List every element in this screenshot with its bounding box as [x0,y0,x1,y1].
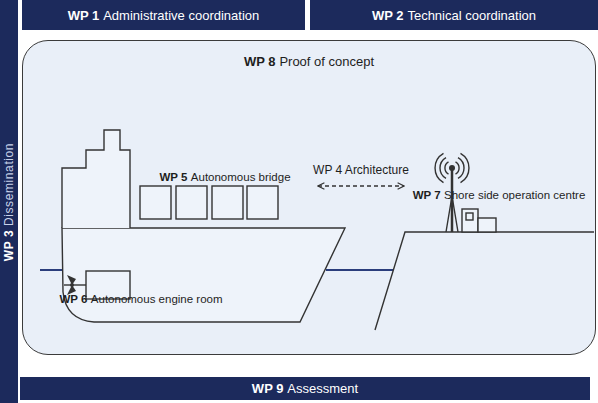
text-row: WP 7Shore side operation centre [406,189,592,201]
work-package-bar: WP 1Administrative coordination [22,0,305,30]
architecture-connector [318,185,404,186]
ship-hull [62,228,345,322]
ship-superstructure [62,130,130,228]
shore-building [478,218,496,232]
antenna-tip [449,165,455,171]
package-number: WP 3 [2,229,16,261]
work-package-bar: WP 2Technical coordination [310,0,598,30]
package-title: Assessment [287,381,358,396]
bridge-window [212,186,243,219]
work-package-band: WP 3 Dissemination [0,0,18,403]
text-row: WP 2Technical coordination [372,8,536,23]
connector-label-box: WP 4 Architecture [310,160,412,178]
connector-group [318,186,404,187]
shore-line [375,232,594,330]
work-package-box: WP 5 Autonomous bridge [134,158,316,216]
antenna-mast [451,170,454,232]
propeller-hub [70,283,74,287]
bridge-window [140,186,171,219]
radio-wave [456,162,460,174]
bridge-window [247,186,278,219]
propeller-shaft [64,284,86,285]
text-row: WP 9Assessment [252,381,358,396]
package-title: Proof of concept [279,54,374,69]
package-number: WP 5 [159,171,187,183]
package-number: WP 6 [59,293,87,305]
text-row: WP 6Autonomous engine room [132,293,150,305]
package-number: WP 9 [252,381,284,396]
text-row: WP 3 Dissemination [2,142,16,260]
package-number: WP 1 [68,8,100,23]
text-row: WP 1Administrative coordination [68,8,260,23]
work-package-region: WP 8Proof of concept WP 5 Autonomous bridg… [22,40,596,355]
package-number: WP 8 [244,54,276,69]
text-row: WP 8Proof of concept [23,54,595,69]
shore-building [462,209,478,232]
bridge-window [176,186,207,219]
radio-wave [461,153,469,182]
water-line [326,269,393,271]
work-package-box: WP 6Autonomous engine room [132,280,150,300]
radio-wave [458,158,464,179]
radio-wave [445,162,449,174]
connector-label: WP 4 Architecture [310,163,412,177]
radio-wave [440,158,446,179]
text-row: WP 5 Autonomous bridge [134,171,316,183]
package-title: Autonomous bridge [191,171,291,183]
building-window [466,213,473,220]
work-package-bar: WP 9Assessment [20,377,590,400]
package-number: WP 2 [372,8,404,23]
package-number: WP 7 [413,189,441,201]
package-title: Technical coordination [407,8,536,23]
package-title: Shore side operation centre [444,189,585,201]
work-package-box: WP 7Shore side operation centre [406,176,592,268]
package-title: Dissemination [2,142,16,225]
package-title: Autonomous engine room [91,293,223,305]
radio-wave [435,153,443,182]
illustration-group [40,130,594,330]
water-line [40,269,63,271]
propeller-blade [67,275,76,285]
package-title: Administrative coordination [103,8,259,23]
antenna-base [446,196,458,232]
